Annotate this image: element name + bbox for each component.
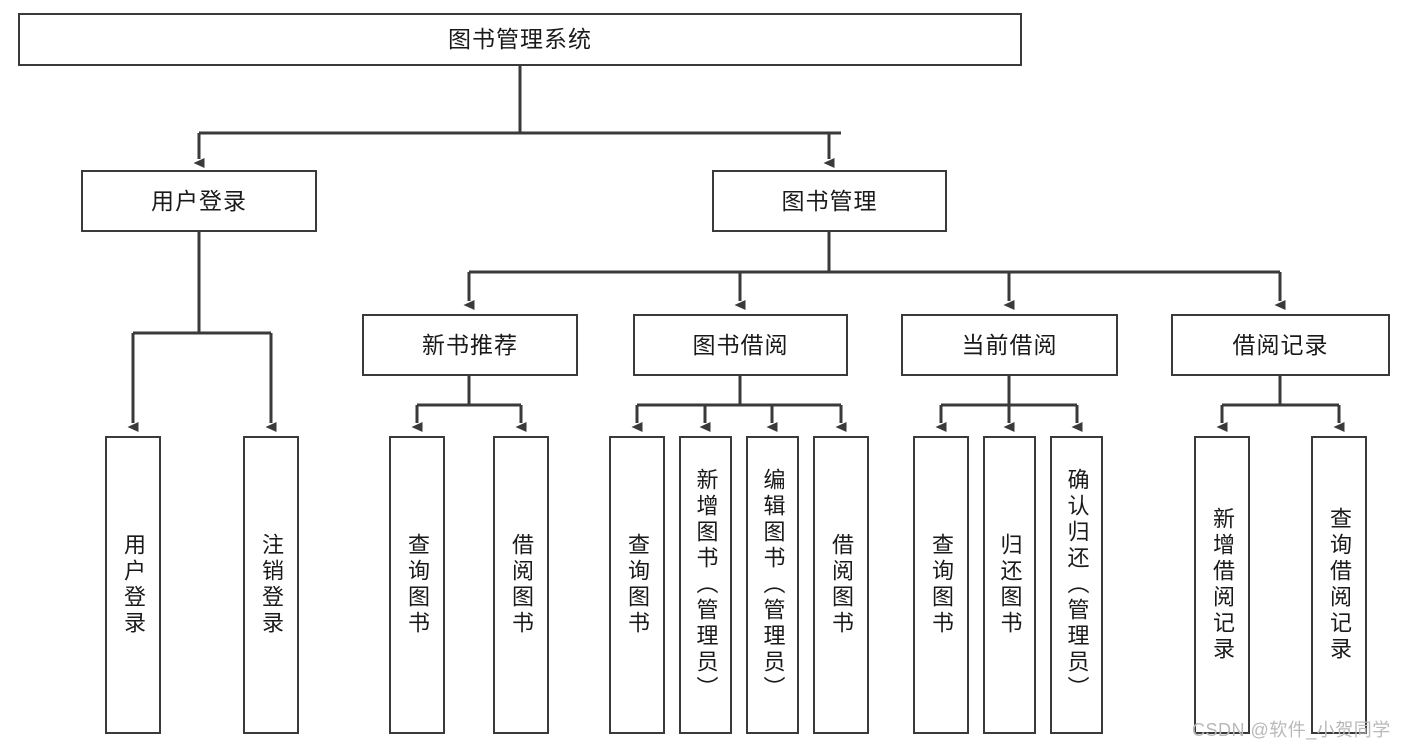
node-label: 查询图书 <box>625 533 650 637</box>
leaf-borrow-book-2[interactable]: 借阅图书 <box>813 436 869 734</box>
leaf-logout[interactable]: 注销登录 <box>243 436 299 734</box>
node-current-borrow[interactable]: 当前借阅 <box>901 314 1118 376</box>
node-label: 注销登录 <box>259 533 284 637</box>
leaf-query-book-2[interactable]: 查询图书 <box>609 436 665 734</box>
leaf-query-book-3[interactable]: 查询图书 <box>913 436 969 734</box>
node-label: 图书管理 <box>781 187 878 214</box>
leaf-return-book[interactable]: 归还图书 <box>983 436 1036 734</box>
node-book-manage[interactable]: 图书管理 <box>712 170 947 232</box>
node-label: 查询借阅记录 <box>1327 507 1352 663</box>
leaf-add-record[interactable]: 新增借阅记录 <box>1194 436 1250 734</box>
node-label: 新增图书（管理员） <box>693 468 719 702</box>
node-label: 用户登录 <box>151 187 247 214</box>
node-book-borrow[interactable]: 图书借阅 <box>633 314 848 376</box>
leaf-borrow-book-1[interactable]: 借阅图书 <box>493 436 549 734</box>
node-label: 编辑图书（管理员） <box>760 468 786 702</box>
node-label: 新书推荐 <box>422 331 518 358</box>
node-label: 借阅图书 <box>509 533 534 637</box>
node-label: 确认归还（管理员） <box>1064 468 1090 702</box>
leaf-add-book[interactable]: 新增图书（管理员） <box>679 436 732 734</box>
leaf-query-record[interactable]: 查询借阅记录 <box>1311 436 1367 734</box>
node-user-login[interactable]: 用户登录 <box>81 170 317 232</box>
node-label: 查询图书 <box>405 533 430 637</box>
node-label: 借阅记录 <box>1232 331 1329 358</box>
node-label: 用户登录 <box>121 533 146 637</box>
node-label: 归还图书 <box>997 533 1023 637</box>
node-label: 图书管理系统 <box>448 26 592 53</box>
node-borrow-record[interactable]: 借阅记录 <box>1171 314 1390 376</box>
node-label: 当前借阅 <box>961 331 1058 358</box>
node-new-book-recommend[interactable]: 新书推荐 <box>362 314 578 376</box>
leaf-query-book-1[interactable]: 查询图书 <box>389 436 445 734</box>
node-label: 新增借阅记录 <box>1210 507 1235 663</box>
node-label: 查询图书 <box>929 533 954 637</box>
node-root-system[interactable]: 图书管理系统 <box>18 13 1022 66</box>
node-label: 借阅图书 <box>829 533 854 637</box>
leaf-edit-book[interactable]: 编辑图书（管理员） <box>746 436 799 734</box>
csdn-watermark: CSDN @软件_小贺同学 <box>1192 720 1391 740</box>
leaf-login[interactable]: 用户登录 <box>105 436 161 734</box>
leaf-confirm-return[interactable]: 确认归还（管理员） <box>1050 436 1103 734</box>
node-label: 图书借阅 <box>692 331 789 358</box>
